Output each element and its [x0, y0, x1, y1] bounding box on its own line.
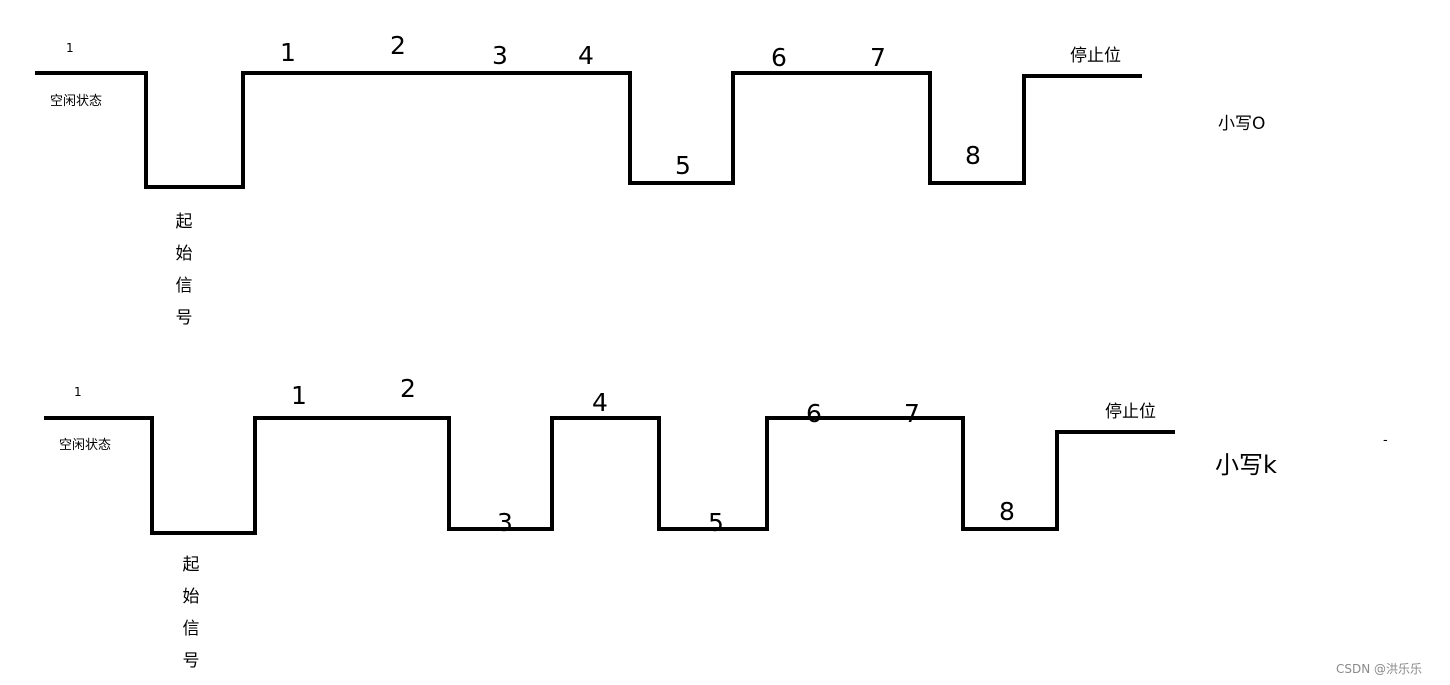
idle-state-label: 空闲状态	[50, 94, 103, 109]
idle-bit-label: 1	[74, 385, 82, 399]
bit-label: 8	[999, 497, 1015, 526]
stop-bit-label: 停止位	[1105, 402, 1156, 422]
bit-label: 8	[965, 141, 981, 170]
bit-label: 3	[497, 508, 513, 537]
bit-label: 6	[771, 43, 787, 72]
idle-bit-label: 1	[66, 41, 74, 55]
bit-label: 7	[904, 399, 920, 428]
bit-label: 7	[870, 43, 886, 72]
stray-mark: -	[1383, 433, 1388, 448]
waveform-lowercase-o	[35, 71, 1142, 189]
bit-label: 2	[390, 31, 406, 60]
signal-trace	[44, 416, 1175, 535]
bit-label: 5	[708, 508, 724, 537]
start-signal-label: 起 始 信 号	[182, 555, 200, 671]
bit-label: 1	[280, 38, 296, 67]
bit-label: 1	[291, 381, 307, 410]
bit-label: 3	[492, 41, 508, 70]
bit-label: 5	[675, 151, 691, 180]
stop-bit-label: 停止位	[1070, 46, 1121, 66]
bit-label: 6	[806, 399, 822, 428]
start-signal-label: 起 始 信 号	[175, 212, 193, 328]
bit-label: 2	[400, 374, 416, 403]
bit-label: 4	[592, 388, 608, 417]
caption-lowercase-k: 小写k	[1215, 451, 1277, 479]
bit-label: 4	[578, 41, 594, 70]
waveform-lowercase-k	[44, 416, 1175, 535]
watermark: CSDN @洪乐乐	[1336, 662, 1423, 676]
caption-lowercase-o: 小写O	[1218, 114, 1266, 134]
signal-trace	[35, 71, 1142, 189]
idle-state-label: 空闲状态	[59, 438, 112, 453]
